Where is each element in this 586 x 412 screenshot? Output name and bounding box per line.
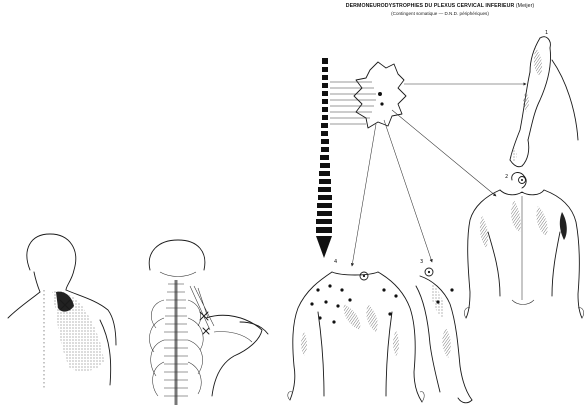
- figure-1-arm: [510, 37, 578, 167]
- dermatome-bar: [316, 58, 332, 258]
- connector-lines: [330, 82, 376, 124]
- neck-back-figure: [8, 234, 116, 390]
- spine-skeleton-figure: [149, 240, 268, 405]
- figure-3-shoulder-arm: [416, 268, 472, 403]
- arrows: [352, 84, 526, 266]
- figure-4-front-torso: [288, 272, 424, 402]
- figure-2-back-torso: [464, 173, 583, 318]
- scapula: [206, 315, 268, 396]
